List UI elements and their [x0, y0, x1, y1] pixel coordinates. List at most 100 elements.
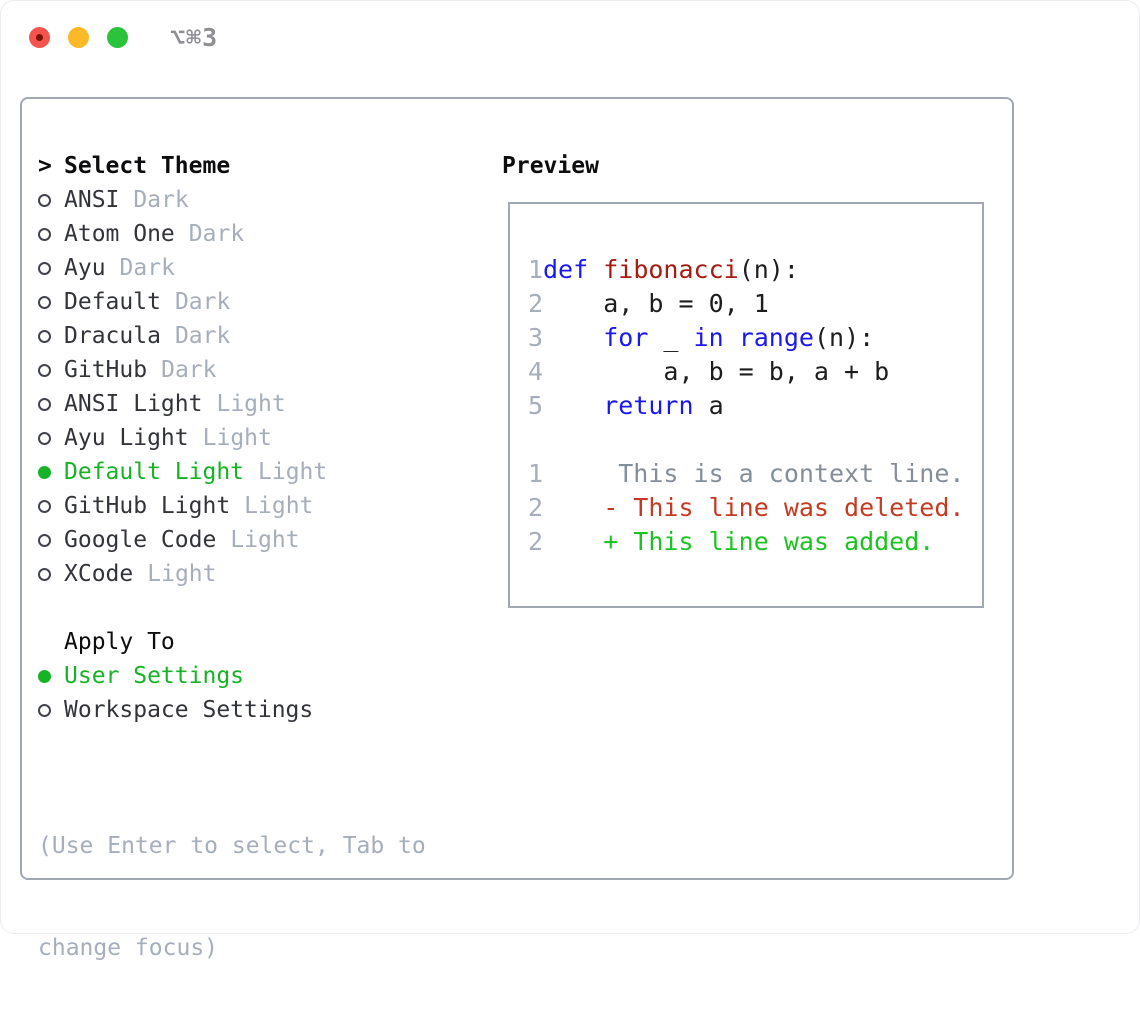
line-number: 2 — [528, 492, 544, 522]
theme-name: GitHub Light — [64, 493, 231, 519]
theme-name: GitHub — [64, 357, 148, 383]
theme-variant: Dark — [161, 357, 217, 383]
code-token: a, b = b, a + b — [543, 356, 890, 386]
code-line: 3 for _ in range(n): — [528, 320, 982, 354]
theme-variant: Light — [216, 391, 286, 417]
code-token: + This line was added. — [543, 526, 935, 556]
code-token: - This line was deleted. — [543, 492, 965, 522]
code-token — [588, 255, 603, 284]
radio-icon — [38, 397, 51, 411]
radio-icon — [38, 363, 51, 377]
radio-icon — [38, 227, 51, 241]
code-token — [543, 391, 603, 420]
code-token: in — [693, 322, 724, 352]
theme-variant: Light — [202, 425, 272, 451]
unsaved-dot-icon — [36, 34, 43, 41]
code-text: + This line was added. — [543, 527, 934, 556]
zoom-button[interactable] — [107, 27, 128, 48]
theme-option[interactable]: Dracula Dark — [38, 319, 426, 353]
theme-name: Default Light — [64, 459, 245, 485]
theme-variant: Light — [258, 459, 328, 485]
code-token: for — [603, 322, 649, 352]
theme-option[interactable]: ANSI Light Light — [38, 387, 426, 421]
help-line: change focus) — [38, 935, 219, 961]
theme-variant: Dark — [174, 323, 231, 349]
theme-name: Ayu — [64, 255, 106, 281]
theme-name: Ayu Light — [64, 425, 189, 451]
radio-icon — [38, 533, 51, 547]
code-token: def — [543, 254, 589, 284]
code-text: a, b = b, a + b — [543, 357, 889, 386]
theme-option[interactable]: Ayu Dark — [38, 251, 426, 285]
code-token — [543, 323, 603, 352]
minimize-button[interactable] — [68, 27, 89, 48]
code-line: 2 a, b = 0, 1 — [528, 286, 982, 320]
radio-icon — [38, 295, 51, 309]
radio-icon — [38, 567, 51, 581]
code-line — [528, 422, 982, 456]
code-line: 4 a, b = b, a + b — [528, 354, 982, 388]
code-token: _ — [648, 322, 694, 352]
select-theme-header: >Select Theme — [38, 149, 426, 183]
apply-to-option[interactable]: User Settings — [38, 659, 426, 693]
line-number: 3 — [528, 322, 544, 352]
theme-option[interactable]: Default Dark — [38, 285, 426, 319]
theme-option[interactable]: GitHub Light Light — [38, 489, 426, 523]
theme-variant: Light — [230, 527, 300, 553]
code-token: (n): — [738, 254, 799, 284]
close-button[interactable] — [29, 27, 50, 48]
code-token: return — [603, 390, 694, 420]
theme-name: XCode — [64, 561, 134, 587]
line-number: 1 — [528, 458, 544, 488]
theme-option[interactable]: GitHub Dark — [38, 353, 426, 387]
code-line: 1 This is a context line. — [528, 456, 982, 490]
code-text: a, b = 0, 1 — [543, 289, 769, 318]
code-text: return a — [543, 390, 723, 420]
theme-variant: Light — [244, 493, 314, 519]
radio-icon — [38, 261, 51, 275]
theme-name: ANSI — [64, 187, 120, 213]
blank-line — [38, 727, 426, 761]
radio-icon — [38, 499, 51, 513]
code-token: This is a context line. — [543, 458, 965, 488]
theme-variant: Dark — [188, 221, 245, 247]
code-token: a, b = 0, 1 — [543, 288, 769, 318]
radio-selected-icon — [38, 669, 51, 683]
code-line: 2 + This line was added. — [528, 524, 982, 558]
code-text: This is a context line. — [543, 459, 964, 488]
code-token: (n): — [813, 322, 875, 352]
theme-name: ANSI Light — [64, 391, 203, 417]
radio-icon — [38, 703, 51, 717]
radio-selected-icon — [38, 465, 51, 479]
help-line: (Use Enter to select, Tab to — [38, 833, 426, 859]
code-token: range — [738, 322, 814, 352]
code-text: - This line was deleted. — [543, 493, 964, 522]
apply-to-option[interactable]: Workspace Settings — [38, 693, 426, 727]
preview-header: Preview — [502, 153, 599, 179]
code-token — [724, 323, 739, 352]
line-number: 5 — [528, 390, 544, 420]
radio-icon — [38, 193, 51, 207]
radio-icon — [38, 431, 51, 445]
apply-to-header: Apply To — [64, 629, 175, 655]
theme-option[interactable]: Ayu Light Light — [38, 421, 426, 455]
theme-name: Dracula — [64, 323, 161, 349]
theme-name: Google Code — [64, 527, 217, 553]
theme-option[interactable]: Default Light Light — [38, 455, 426, 489]
theme-option[interactable]: Google Code Light — [38, 523, 426, 557]
line-number: 1 — [528, 254, 544, 284]
theme-option[interactable]: XCode Light — [38, 557, 426, 591]
theme-name: Default — [64, 289, 161, 315]
theme-variant: Light — [147, 561, 217, 587]
theme-variant: Dark — [119, 255, 175, 281]
theme-variant: Dark — [174, 289, 231, 315]
focus-caret-icon: > — [38, 153, 52, 179]
